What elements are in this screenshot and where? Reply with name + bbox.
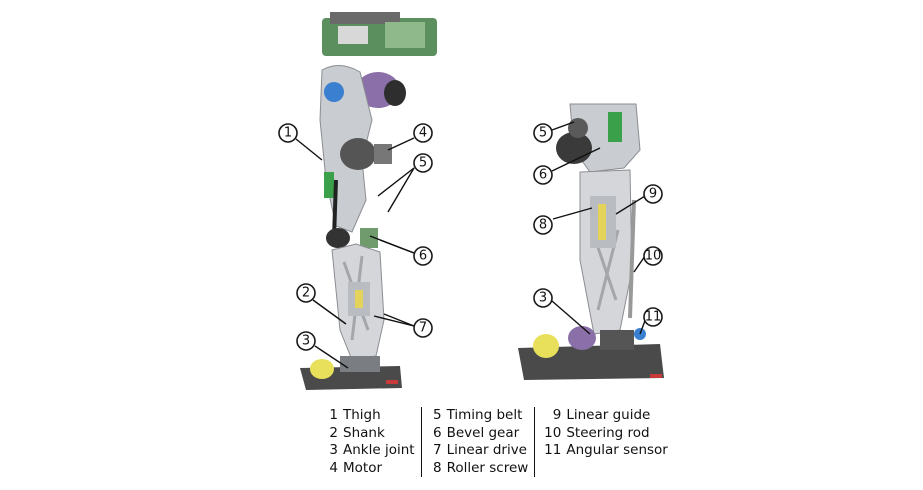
thigh-board-left xyxy=(324,172,334,198)
callout-r5: 5 xyxy=(533,123,553,143)
svg-text:4: 4 xyxy=(419,126,427,141)
blue-hub-left xyxy=(324,82,344,102)
svg-text:5: 5 xyxy=(539,126,547,141)
left-leg-view xyxy=(300,12,437,390)
callout-r3: 3 xyxy=(533,288,553,308)
right-leg-view xyxy=(518,103,664,380)
legend-label: Bevel gear xyxy=(446,424,520,441)
legend-label: Timing belt xyxy=(446,407,523,423)
svg-text:8: 8 xyxy=(539,218,547,233)
legend-label: Linear drive xyxy=(446,442,527,458)
legend-label: Motor xyxy=(343,459,383,476)
callout-7: 7 xyxy=(413,318,433,338)
top-electronics xyxy=(322,12,437,56)
callout-4: 4 xyxy=(413,123,433,143)
callout-r9: 9 xyxy=(643,184,663,204)
roller-screw-right xyxy=(598,204,606,240)
svg-text:7: 7 xyxy=(419,321,427,336)
legend-label: Thigh xyxy=(343,407,381,423)
callout-r10: 10 xyxy=(643,246,663,266)
svg-text:3: 3 xyxy=(539,291,547,306)
svg-text:1: 1 xyxy=(284,126,292,141)
svg-text:9: 9 xyxy=(649,187,657,202)
legend-label: Angular sensor xyxy=(566,442,668,458)
callout-5: 5 xyxy=(413,153,433,173)
svg-text:10: 10 xyxy=(645,249,662,264)
legend-label: Ankle joint xyxy=(343,442,415,458)
roller-screw-left xyxy=(355,290,363,308)
steering-rod-right xyxy=(628,199,636,319)
prosthesis-diagram xyxy=(295,12,664,390)
svg-text:11: 11 xyxy=(645,310,662,325)
leader-lines xyxy=(295,121,647,369)
legend-label: Linear guide xyxy=(566,407,651,423)
callout-r8: 8 xyxy=(533,215,553,235)
svg-text:6: 6 xyxy=(419,249,427,264)
knee-drive-left xyxy=(326,138,392,248)
callout-2: 2 xyxy=(296,283,316,303)
svg-text:6: 6 xyxy=(539,168,547,183)
callout-r6: 6 xyxy=(533,165,553,185)
legend-label: Roller screw xyxy=(446,459,529,476)
svg-text:2: 2 xyxy=(302,286,310,301)
foot-right xyxy=(518,326,664,380)
callout-3: 3 xyxy=(296,331,316,351)
callout-6: 6 xyxy=(413,246,433,266)
legend-label: Shank xyxy=(343,424,385,441)
svg-text:3: 3 xyxy=(302,334,310,349)
foot-left xyxy=(300,356,402,390)
callout-1: 1 xyxy=(278,123,298,143)
svg-text:5: 5 xyxy=(419,156,427,171)
callout-r11: 11 xyxy=(643,307,663,327)
right-board xyxy=(608,112,622,142)
callout-layer: 1 4 5 6 2 7 3 5 6 9 8 10 3 11 xyxy=(278,123,663,351)
legend-label: Steering rod xyxy=(566,424,650,441)
